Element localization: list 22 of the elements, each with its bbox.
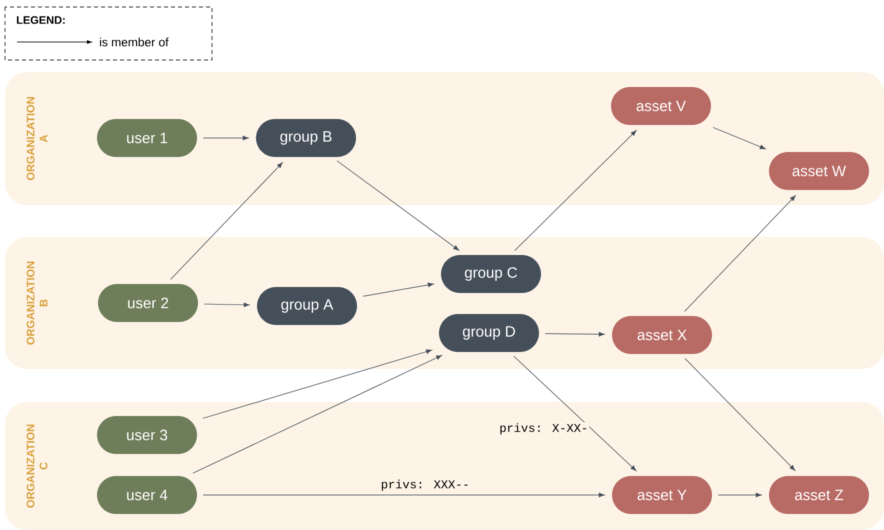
arrow: [684, 358, 796, 471]
legend-title: LEGEND:: [16, 16, 65, 24]
arrow: [362, 282, 434, 297]
arrow: [514, 130, 637, 251]
edge-label: privs: XXX--: [382, 480, 468, 491]
arrow: [684, 195, 796, 312]
arrow: [192, 355, 442, 474]
arrow: [514, 356, 636, 472]
arrow: [170, 162, 283, 280]
arrow: [544, 332, 605, 337]
arrow: [718, 492, 762, 498]
user-pill: user 1: [97, 119, 197, 157]
group-pill: group B: [256, 119, 356, 157]
arrow: [202, 349, 432, 419]
legend-text: is member of: [100, 38, 169, 46]
asset-pill: asset V: [611, 87, 711, 125]
arrow: [204, 302, 250, 308]
arrow: [336, 160, 460, 251]
edge-label: privs: X-XX-: [500, 423, 586, 434]
arrow: [202, 136, 249, 140]
arrow: [712, 127, 766, 150]
arrow: [202, 492, 605, 498]
